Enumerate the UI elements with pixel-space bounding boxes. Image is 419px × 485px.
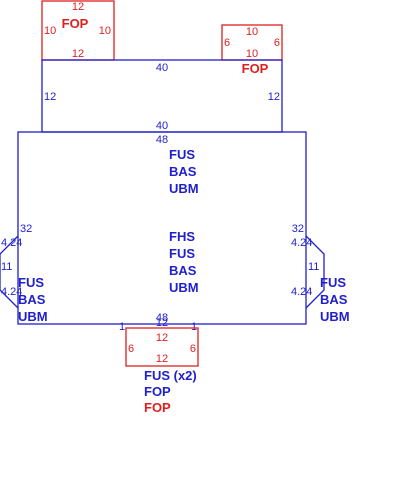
main-panel-outline <box>17 131 307 325</box>
top-right-flap: 10 6 6 10 FOP <box>221 24 283 76</box>
right-flap-dim-top: 4.24 <box>291 237 312 249</box>
right-flap-label-2: BAS <box>320 292 348 307</box>
main-panel-dim-top: 48 <box>156 134 168 146</box>
upper-panel-dim-left: 12 <box>44 91 56 103</box>
bottom-flap-dim-right: 6 <box>190 343 196 355</box>
right-flap-dim-mid: 11 <box>308 261 319 273</box>
right-flap-label-1: FUS <box>320 275 346 290</box>
right-side-flap: 4.24 11 4.24 FUS BAS UBM <box>291 235 350 324</box>
main-panel-bottom-dim-right: 1 <box>191 321 197 333</box>
main-panel-center-label-3: BAS <box>169 263 197 278</box>
top-right-dim-bottom: 10 <box>246 48 258 60</box>
top-right-label: FOP <box>242 61 269 76</box>
right-side-flap-outline <box>305 235 325 309</box>
top-left-dim-left: 10 <box>44 25 56 37</box>
left-flap-dim-mid: 11 <box>1 261 12 273</box>
main-panel-top-label-1: FUS <box>169 147 195 162</box>
left-flap-label-2: BAS <box>18 292 46 307</box>
bottom-flap-dim-left: 6 <box>128 343 134 355</box>
upper-panel-dim-right: 12 <box>268 91 280 103</box>
main-panel-center-label-1: FHS <box>169 229 195 244</box>
bottom-label-fop-blue: FOP <box>144 384 171 399</box>
main-panel-dim-left: 32 <box>20 223 32 235</box>
main-panel-bottom-dim-left: 1 <box>119 321 125 333</box>
main-panel-bottom-dim-48: 48 <box>156 312 168 324</box>
bottom-flap-outline <box>125 327 199 367</box>
top-right-dim-top: 10 <box>246 26 258 38</box>
right-flap-label-3: UBM <box>320 309 350 324</box>
bottom-label-fop-red: FOP <box>144 400 171 415</box>
top-left-dim-bottom: 12 <box>72 48 84 60</box>
left-flap-label-3: UBM <box>18 309 48 324</box>
top-left-label: FOP <box>62 16 89 31</box>
left-flap-dim-top: 4.24 <box>1 237 22 249</box>
left-flap-label-1: FUS <box>18 275 44 290</box>
main-panel-bottom-dim-12: 12 <box>156 317 168 329</box>
main-panel-top-label-2: BAS <box>169 164 197 179</box>
main-panel: 48 FUS BAS UBM 32 32 FHS FUS BAS UBM 48 … <box>17 131 307 333</box>
top-right-dim-left: 6 <box>224 37 230 49</box>
main-panel-center-label-4: UBM <box>169 280 199 295</box>
bottom-flap-dim-bottom: 12 <box>156 353 168 365</box>
bottom-label-fus-x2: FUS (x2) <box>144 368 197 383</box>
left-side-flap-outline <box>0 235 19 309</box>
left-side-flap: 4.24 11 4.24 FUS BAS UBM <box>0 235 48 324</box>
upper-panel-dim-bottom: 40 <box>156 120 168 132</box>
top-left-dim-right: 10 <box>99 25 111 37</box>
main-panel-center-label-2: FUS <box>169 246 195 261</box>
bottom-flap-dim-top: 12 <box>156 332 168 344</box>
upper-panel-dim-top: 40 <box>156 62 168 74</box>
left-flap-dim-bottom: 4.24 <box>1 286 22 298</box>
top-left-dim-top: 12 <box>72 1 84 13</box>
main-panel-dim-right: 32 <box>292 223 304 235</box>
top-right-dim-right: 6 <box>274 37 280 49</box>
main-panel-top-label-3: UBM <box>169 181 199 196</box>
bottom-flap: 12 6 6 12 <box>125 327 199 367</box>
top-left-flap: 12 FOP 10 10 12 <box>41 0 115 61</box>
right-flap-dim-bottom: 4.24 <box>291 286 312 298</box>
